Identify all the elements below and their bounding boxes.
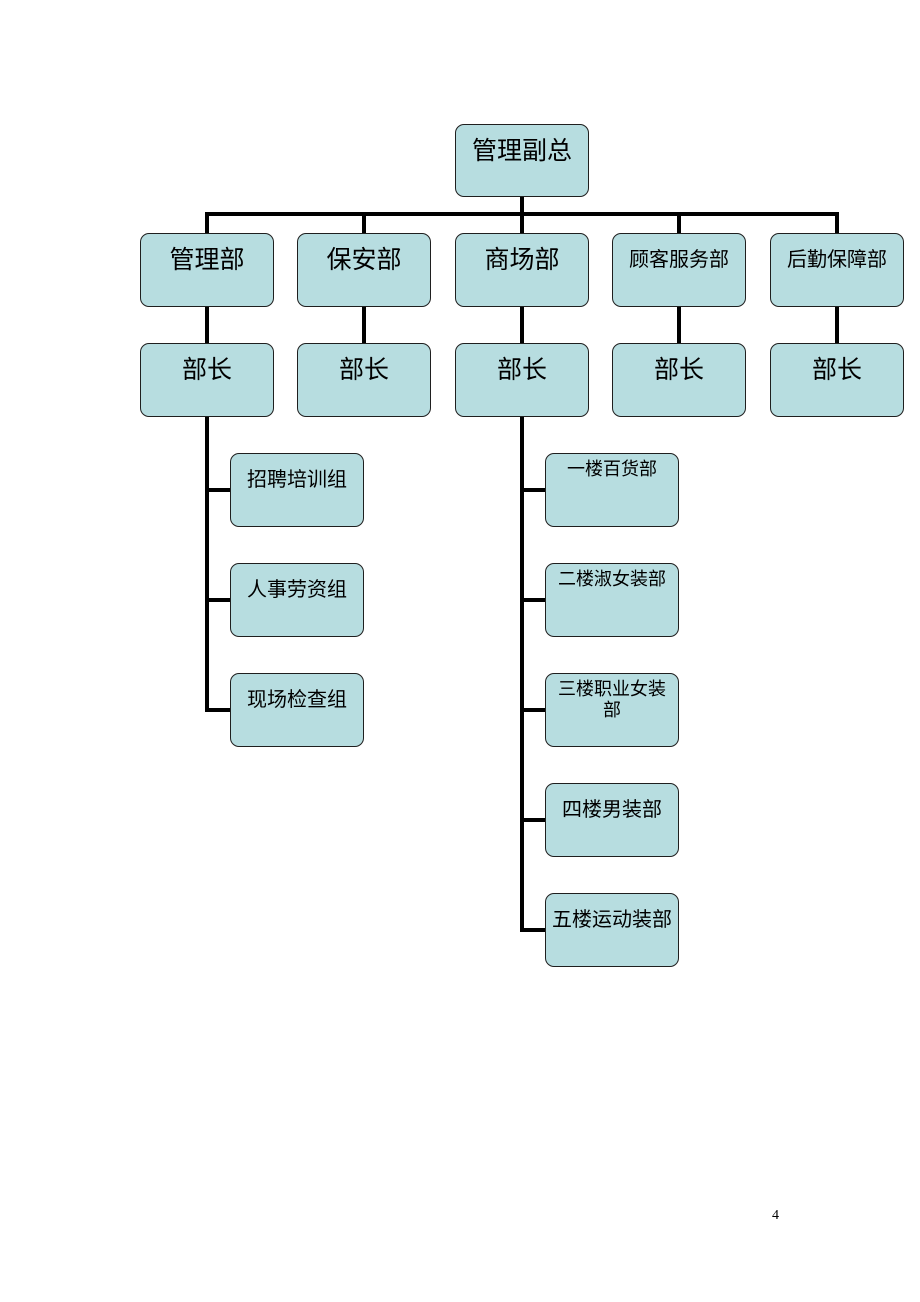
top-node-label: 管理副总 (471, 136, 572, 165)
subunit-node-floor3-womens-work: 三楼职业女装部 (545, 673, 679, 747)
dept-node-mall: 商场部 (455, 233, 589, 307)
head-label: 部长 (496, 355, 547, 384)
head-node-logistics: 部长 (770, 343, 904, 417)
dept-node-management: 管理部 (140, 233, 274, 307)
head-label: 部长 (811, 355, 862, 384)
subunit-label: 二楼淑女装部 (558, 569, 666, 590)
dept-label: 管理部 (169, 245, 245, 274)
dept-node-logistics: 后勤保障部 (770, 233, 904, 307)
subunit-node-site-inspection: 现场检查组 (230, 673, 364, 747)
head-label: 部长 (181, 355, 232, 384)
dept-node-customer-service: 顾客服务部 (612, 233, 746, 307)
connector-mall-spine (520, 415, 547, 932)
head-label: 部长 (653, 355, 704, 384)
top-node-vice-general-manager: 管理副总 (455, 124, 589, 197)
subunit-node-hr-payroll: 人事劳资组 (230, 563, 364, 637)
subunit-label: 人事劳资组 (247, 577, 347, 601)
head-node-security: 部长 (297, 343, 431, 417)
page-number: 4 (772, 1208, 779, 1223)
subunit-node-floor2-ladies: 二楼淑女装部 (545, 563, 679, 637)
subunit-node-floor4-mens: 四楼男装部 (545, 783, 679, 857)
head-label: 部长 (338, 355, 389, 384)
dept-label: 商场部 (484, 245, 560, 274)
connector-admin-spine (205, 415, 232, 712)
subunit-node-floor5-sports: 五楼运动装部 (545, 893, 679, 967)
subunit-label: 一楼百货部 (567, 459, 657, 480)
head-node-management: 部长 (140, 343, 274, 417)
subunit-label: 现场检查组 (247, 687, 347, 711)
dept-node-security: 保安部 (297, 233, 431, 307)
dept-label: 后勤保障部 (787, 247, 887, 271)
head-node-mall: 部长 (455, 343, 589, 417)
dept-label: 保安部 (326, 245, 402, 274)
subunit-node-floor1-general: 一楼百货部 (545, 453, 679, 527)
dept-label: 顾客服务部 (629, 247, 729, 271)
subunit-node-recruit-training: 招聘培训组 (230, 453, 364, 527)
head-node-customer-service: 部长 (612, 343, 746, 417)
subunit-label: 五楼运动装部 (552, 907, 672, 931)
subunit-label: 招聘培训组 (247, 467, 347, 491)
subunit-label: 三楼职业女装部 (558, 679, 666, 721)
subunit-label: 四楼男装部 (562, 797, 662, 821)
